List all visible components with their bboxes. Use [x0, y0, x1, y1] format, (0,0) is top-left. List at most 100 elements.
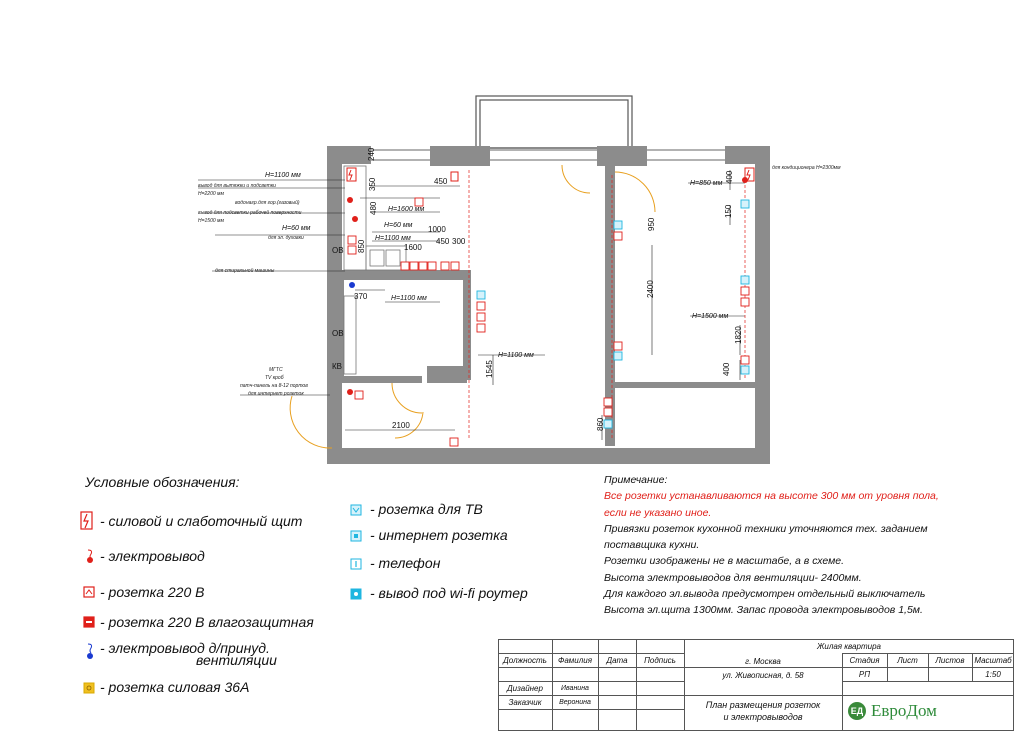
note-tv: TV кроб	[265, 375, 284, 381]
note-hood: вывод для вытяжки и подсветки	[198, 183, 276, 189]
note-internet: для интернет розеток	[248, 391, 304, 397]
sheet-header: Лист	[897, 655, 918, 665]
sheets-header: Листов	[935, 655, 965, 665]
drawing-title-1: План размещения розеток	[705, 700, 821, 710]
power-socket-icon	[83, 682, 95, 694]
balcony	[475, 95, 633, 149]
note-water: водонагр.для гор.(газовый)	[235, 199, 300, 206]
drawing-title-2: и электровыводов	[723, 712, 803, 722]
dim-400-bot: 400	[722, 362, 731, 376]
note-oven: для эл. духовки	[268, 235, 304, 241]
note-patch: патч-панель на 8-12 портов	[240, 383, 308, 389]
dim-1820: 1820	[734, 326, 743, 344]
outer-walls	[327, 146, 770, 464]
notes-line-6: Высота эл.щита 1300мм. Запас провода эле…	[604, 604, 923, 617]
windows	[371, 149, 725, 161]
dim-850: 850	[357, 239, 366, 253]
note-work-h: H=1500 мм	[198, 218, 224, 224]
brand: ЕД ЕвроДом	[848, 698, 998, 724]
panel-marker	[346, 167, 755, 182]
title-block: Жилая квартира Должность Фамилия Дата По…	[498, 639, 1014, 731]
label-kv: КВ	[332, 362, 342, 371]
dim-240: 240	[367, 147, 376, 161]
label-h60-left: H=60 мм	[282, 225, 311, 232]
legend-phone-socket: - телефон	[370, 555, 441, 571]
legend-electric-outlet: - электровывод	[100, 548, 205, 564]
note-hood-h: H=2200 мм	[198, 191, 224, 197]
label-h1100-bath: H=1100 мм	[391, 295, 427, 302]
label-h1500: H=1500 мм	[692, 313, 728, 320]
low-voltage-markers	[476, 199, 750, 429]
notes-line-1: Привязки розеток кухонной техники уточня…	[604, 522, 928, 535]
legend-tv-socket: - розетка для ТВ	[370, 501, 483, 517]
label-ov2: ОВ	[332, 329, 344, 338]
notes-line-4: Высота электровыводов для вентиляции- 24…	[604, 571, 862, 584]
legend-panel: - силовой и слаботочный щит	[100, 513, 303, 529]
panel-icon	[80, 511, 93, 530]
internet-socket-icon	[350, 530, 362, 542]
legend-internet-socket: - интернет розетка	[370, 527, 508, 543]
label-h1600: H=1600 мм	[388, 206, 424, 213]
dim-450-top: 450	[434, 177, 448, 186]
electric-outlet-markers	[347, 177, 748, 395]
dim-2400: 2400	[646, 280, 655, 298]
notes-line-3: Розетки изображены не в масштабе, а в сх…	[604, 555, 845, 568]
brand-logo-icon: ЕД	[848, 702, 866, 720]
legend-socket-220: - розетка 220 В	[100, 584, 205, 600]
note-mts: МГТС	[269, 367, 283, 373]
dim-860: 860	[596, 417, 605, 431]
label-h60-mid: H=60 мм	[384, 222, 413, 229]
notes: Примечание: Все розетки устанавливаются …	[604, 472, 994, 619]
col-sign: Подпись	[644, 655, 676, 665]
notes-line-2: поставщика кухни.	[604, 539, 700, 552]
socket-220-icon	[83, 586, 95, 598]
ventilation-outlet-icon	[87, 643, 93, 659]
city: г. Москва	[745, 656, 781, 666]
dim-1600: 1600	[404, 243, 422, 252]
name-designer: Иванина	[561, 684, 589, 692]
col-position: Должность	[503, 655, 547, 665]
socket-waterproof-icon	[83, 616, 95, 628]
label-h1100-mid: H=1100 мм	[375, 235, 411, 242]
dim-450: 450	[436, 237, 450, 246]
col-surname: Фамилия	[558, 655, 592, 665]
project-name: Жилая квартира	[817, 641, 881, 651]
brand-name: ЕвроДом	[871, 701, 937, 720]
electric-outlet-icon	[87, 549, 93, 563]
phone-socket-icon	[350, 558, 362, 570]
socket-220-markers	[347, 197, 750, 447]
legend-title: Условные обозначения:	[85, 474, 240, 490]
label-h1100-corr: H=1100 мм	[498, 352, 534, 359]
legend-power-socket: - розетка силовая 36А	[100, 679, 250, 695]
label-h850: H=850 мм	[690, 180, 723, 187]
legend-ventilation-outlet: - электровывод д/принуд.	[100, 640, 270, 656]
scale-header: Масштаб	[974, 655, 1012, 665]
stage-header: Стадия	[849, 655, 880, 665]
legend-wifi-outlet: - вывод под wi-fi роутер	[370, 585, 528, 601]
dim-300: 300	[452, 237, 466, 246]
role-client: Заказчик	[508, 697, 542, 707]
label-h1100-top: H=1100 мм	[265, 172, 301, 179]
note-work: вывод для подсветки рабочей поверхности	[198, 209, 302, 216]
legend-ventilation-outlet-cont: вентиляции	[196, 652, 277, 668]
scale-value: 1:50	[985, 669, 1001, 679]
note-ac: для кондиционера H=2300мм	[772, 165, 841, 171]
kitchen-furniture	[343, 165, 407, 375]
notes-title: Примечание:	[604, 474, 668, 486]
wifi-outlet-icon	[350, 588, 362, 600]
address: ул. Живописная, д. 58	[722, 670, 804, 680]
dim-1545: 1545	[485, 360, 494, 378]
role-designer: Дизайнер	[507, 683, 543, 693]
dim-350: 350	[368, 177, 377, 191]
stage-value: РП	[858, 669, 871, 679]
doors	[289, 164, 656, 449]
dim-150: 150	[724, 204, 733, 218]
dim-1000: 1000	[428, 225, 446, 234]
notes-red-2: если не указано иное.	[604, 506, 712, 519]
col-date: Дата	[606, 655, 628, 665]
floor-plan: H=1100 мм вывод для вытяжки и подсветки …	[198, 95, 841, 464]
dim-370: 370	[354, 292, 368, 301]
dim-480: 480	[369, 201, 378, 215]
notes-line-5: Для каждого эл.вывода предусмотрен отдел…	[604, 588, 926, 601]
label-ov1: ОВ	[332, 246, 344, 255]
